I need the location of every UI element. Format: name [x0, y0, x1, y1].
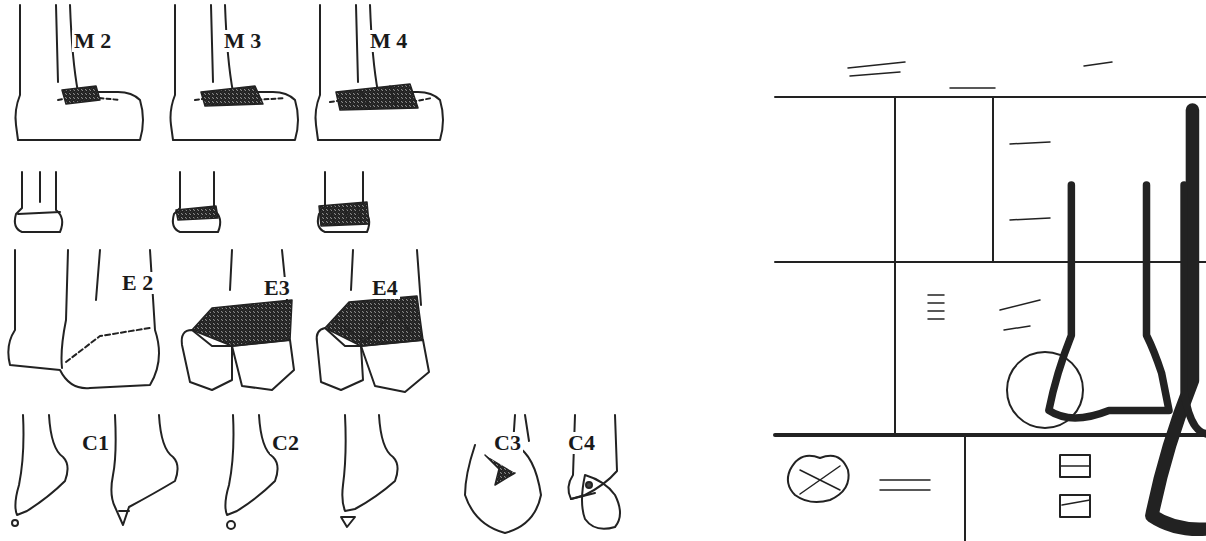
ankle-lateral-view	[15, 172, 62, 232]
ankle-lateral-view	[318, 172, 369, 232]
class-label: M 3	[222, 30, 263, 52]
class-label: E3	[262, 277, 292, 299]
ankle-lateral-view	[173, 172, 220, 232]
ankle-front-view	[316, 5, 444, 140]
ankle-front-view	[171, 5, 299, 140]
ankle-front-view	[16, 5, 144, 140]
class-label: M 2	[72, 30, 113, 52]
ankle-fracture-view	[182, 250, 294, 390]
classification-grid	[775, 97, 1206, 541]
class-label: C3	[492, 432, 523, 454]
class-label: E 2	[120, 272, 155, 294]
ankle-sketch	[788, 10, 1206, 541]
malleolus-view	[225, 415, 397, 529]
malleolus-view	[12, 415, 178, 526]
class-label: C4	[566, 432, 597, 454]
class-label: M 4	[368, 30, 409, 52]
class-label: C2	[270, 432, 301, 454]
class-label: C1	[80, 432, 111, 454]
malleolus-view	[465, 415, 541, 533]
ankle-fracture-view	[8, 250, 159, 388]
class-label: E4	[370, 277, 400, 299]
ankle-fracture-view	[317, 250, 429, 392]
